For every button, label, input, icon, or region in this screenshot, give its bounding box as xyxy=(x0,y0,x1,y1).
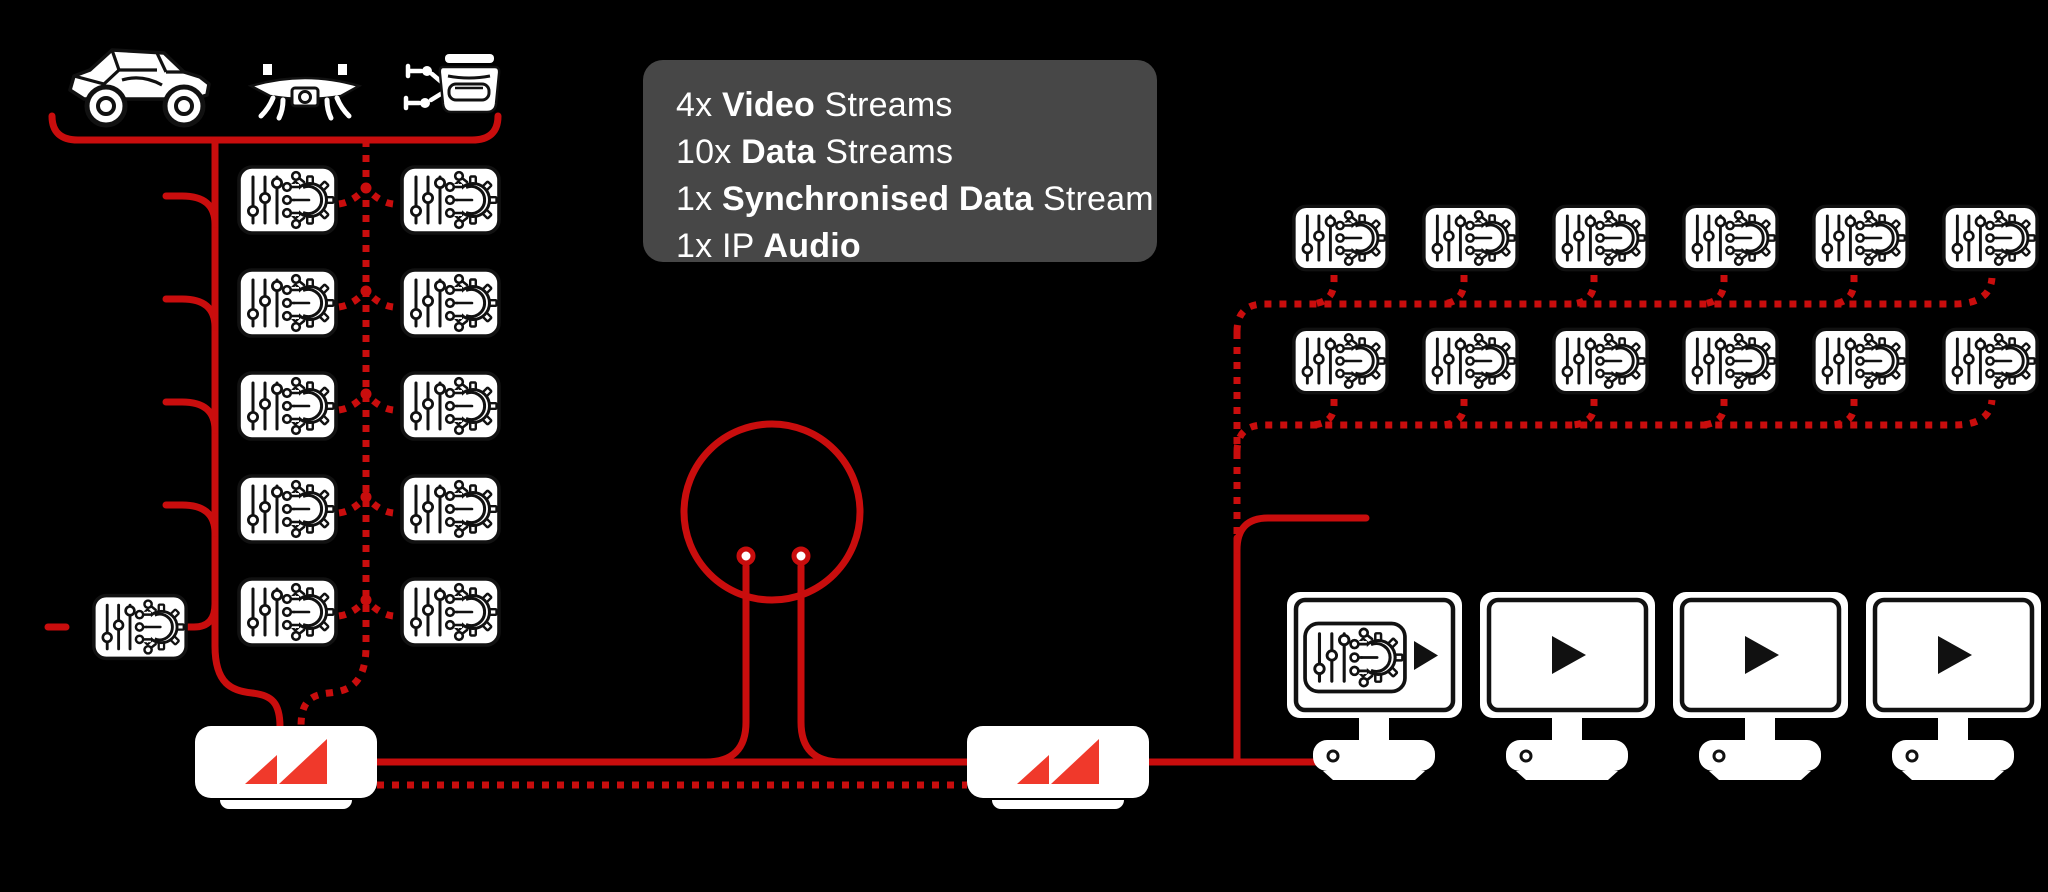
antenna-feed-point xyxy=(791,546,811,566)
drone-icon xyxy=(247,64,363,121)
utv-vehicle-icon xyxy=(68,48,211,128)
solid-video-data-bus xyxy=(44,112,1370,766)
monitor-display xyxy=(1287,592,1462,780)
data-processor-icon xyxy=(1292,327,1389,395)
data-processor-icon xyxy=(1682,204,1779,272)
antenna-right-post xyxy=(797,562,845,766)
data-processor-icon xyxy=(237,371,338,441)
play-icon xyxy=(1414,641,1438,670)
data-processor-icon xyxy=(400,371,501,441)
data-processor-icon xyxy=(1552,204,1649,272)
unit-shadow xyxy=(220,800,352,809)
source-bus-bracket xyxy=(48,112,502,144)
monitor-display xyxy=(1673,592,1848,780)
brand-logo-triangles xyxy=(245,739,327,784)
receiver-branch-line xyxy=(1233,514,1370,554)
bus-stub xyxy=(162,192,219,228)
antenna-left-post xyxy=(702,562,750,766)
data-processor-icon xyxy=(237,268,338,338)
data-processor-icon xyxy=(237,474,338,544)
data-processor-icon xyxy=(1422,204,1519,272)
data-processor-icon xyxy=(1812,327,1909,395)
unit-shadow xyxy=(992,800,1124,809)
monitor-display xyxy=(1480,592,1655,780)
stream-summary-line: 1x Synchronised Data Stream xyxy=(676,180,1154,218)
right-sync-row1-line xyxy=(1233,277,1996,333)
right-sync-row2-line xyxy=(1233,399,1996,453)
transmitter-unit xyxy=(195,726,377,809)
brand-logo-triangles xyxy=(1017,739,1099,784)
data-processor-icon xyxy=(400,474,501,544)
antenna-feed-point xyxy=(736,546,756,566)
stream-summary-panel: 4x Video Streams 10x Data Streams 1x Synch… xyxy=(643,60,1157,265)
base-led xyxy=(1326,749,1340,763)
data-processor-icon xyxy=(237,577,338,647)
play-icon xyxy=(1938,636,1972,674)
bus-stub xyxy=(162,295,219,331)
left-main-bus-line xyxy=(211,136,284,731)
receiver-unit xyxy=(967,726,1149,809)
data-processor-icon xyxy=(92,593,188,661)
play-icon xyxy=(1552,636,1586,674)
monitor-shadow xyxy=(1709,771,1811,780)
data-processor-icon xyxy=(1812,204,1909,272)
data-processor-icon xyxy=(1942,327,2039,395)
data-processor-icon xyxy=(1682,327,1779,395)
fpv-headset-icon xyxy=(403,54,501,114)
monitor-shadow xyxy=(1902,771,2004,780)
play-icon xyxy=(1745,636,1779,674)
stream-summary-line: 1x IP Audio xyxy=(676,227,861,265)
monitor-display xyxy=(1866,592,2041,780)
monitor-shadow xyxy=(1516,771,1618,780)
bus-stub xyxy=(162,501,219,537)
base-led xyxy=(1519,749,1533,763)
data-processor-icon xyxy=(1552,327,1649,395)
data-processor-icon xyxy=(237,165,338,235)
rf-link-circle xyxy=(680,420,864,604)
data-processor-icon xyxy=(1942,204,2039,272)
data-processor-icon xyxy=(400,577,501,647)
data-processor-icon xyxy=(400,165,501,235)
monitor-shadow xyxy=(1323,771,1425,780)
base-led xyxy=(1712,749,1726,763)
stream-summary-line: 4x Video Streams xyxy=(676,86,953,124)
dotted-sync-data-bus xyxy=(297,140,1996,789)
extra-processor-link xyxy=(184,600,219,631)
data-processor-icon xyxy=(400,268,501,338)
base-led xyxy=(1905,749,1919,763)
left-sync-bus-line xyxy=(297,140,370,728)
data-processor-icon xyxy=(1303,621,1407,694)
bus-stub xyxy=(162,398,219,434)
data-processor-icon xyxy=(1292,204,1389,272)
data-processor-icon xyxy=(1422,327,1519,395)
stream-summary-line: 10x Data Streams xyxy=(676,133,954,171)
